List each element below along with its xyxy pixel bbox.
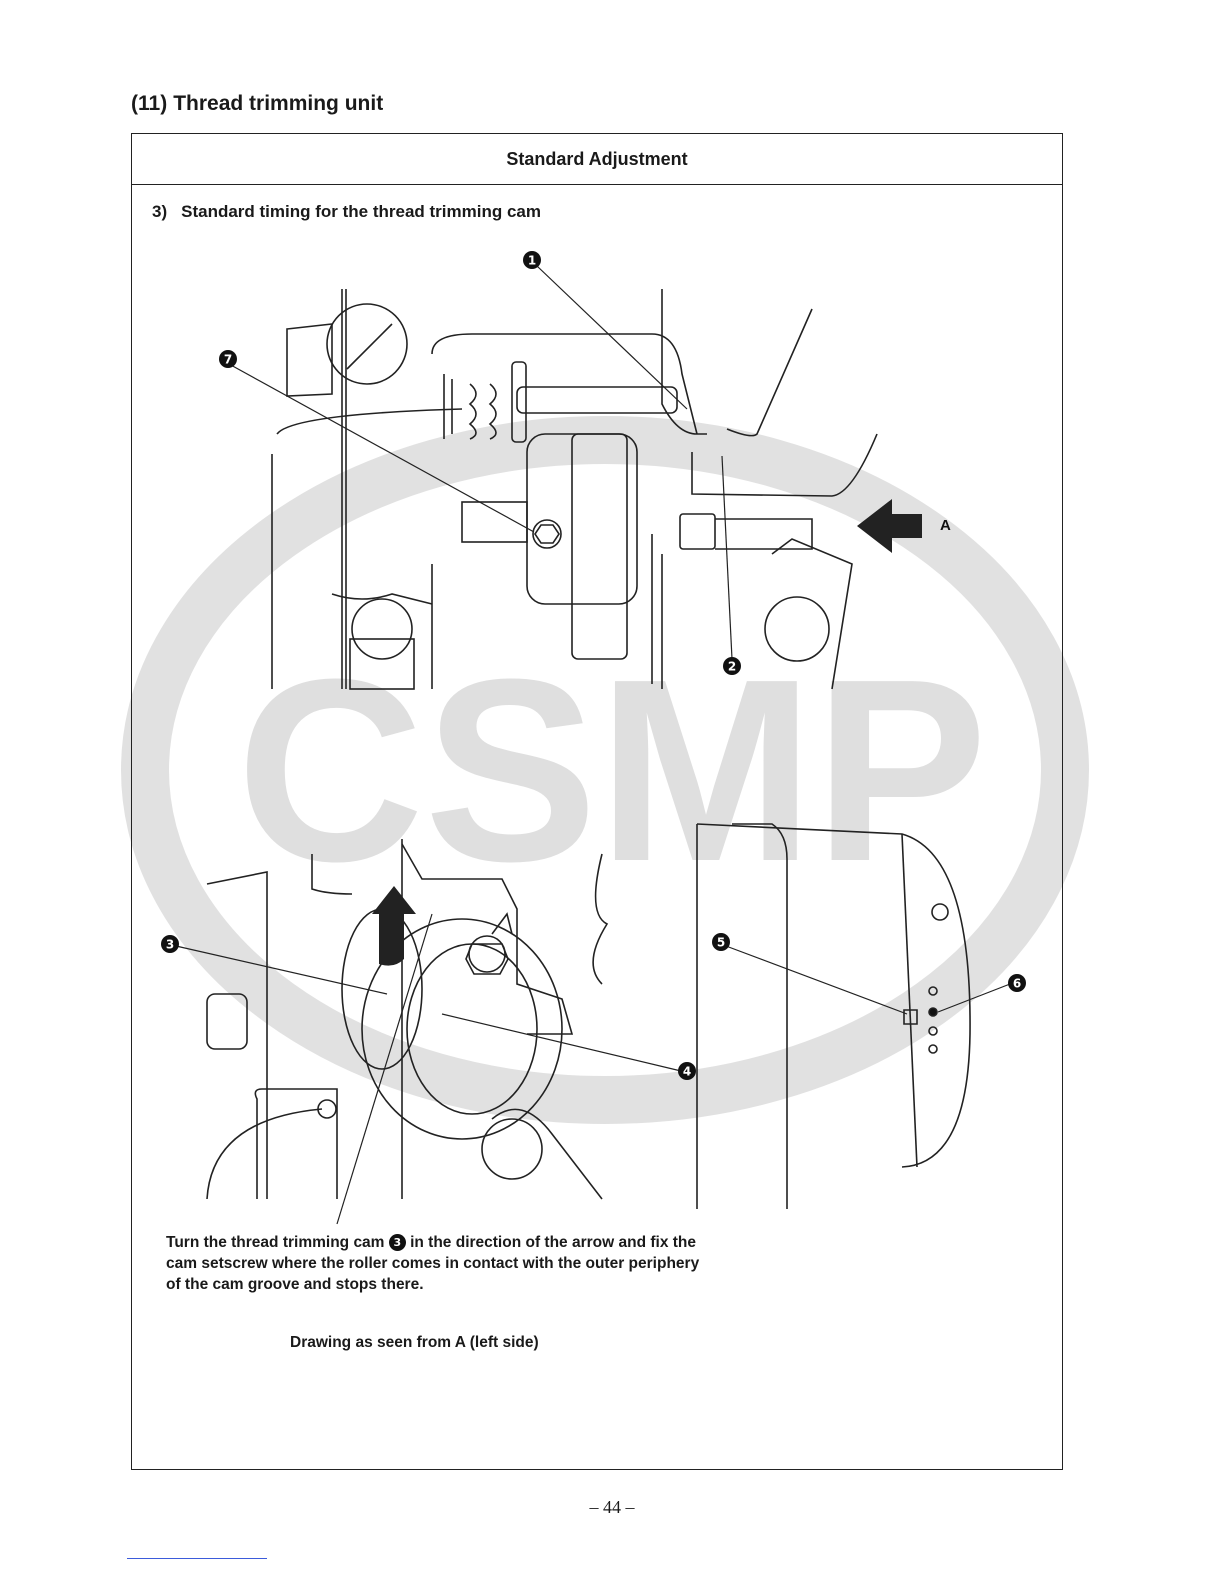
instruction-note: Turn the thread trimming cam 3 in the di… [166,1232,706,1295]
section-number: (11) [131,92,168,115]
svg-text:2: 2 [728,660,736,674]
callout-4: 4 [678,1062,696,1080]
figure-bottom-illustration: 3 4 5 6 [161,823,1026,1225]
callout-3: 3 [161,935,179,953]
callout-2: 2 [723,657,741,675]
callout-6: 6 [1008,974,1026,992]
svg-text:6: 6 [1013,977,1021,991]
direction-arrow-a [857,499,922,553]
frame-header: Standard Adjustment [132,134,1062,185]
callout-5: 5 [712,933,730,951]
callout-7: 7 [219,350,237,368]
figure-caption: Drawing as seen from A (left side) [290,1334,539,1351]
note-part-2: in the direction of the arrow and fix th… [166,1234,700,1293]
adjustment-frame: Standard Adjustment 3) Standard timing fo… [131,133,1063,1470]
svg-text:3: 3 [166,938,174,952]
svg-text:5: 5 [717,936,725,950]
svg-text:4: 4 [683,1065,691,1079]
footer-rule [127,1558,267,1559]
step-title-text: Standard timing for the thread trimming … [181,202,541,221]
figure-top-illustration: A 1 7 2 [219,251,951,690]
callout-1: 1 [523,251,541,269]
svg-text:1: 1 [528,254,536,268]
page-number: – 44 – [589,1497,635,1517]
svg-text:7: 7 [224,353,232,367]
section-title: (11)Thread trimming unit [131,92,383,116]
note-part-1: Turn the thread trimming cam [166,1234,389,1251]
note-callout-badge: 3 [388,1234,406,1251]
step-number: 3) [152,202,168,221]
step-title: 3) Standard timing for the thread trimmin… [152,202,541,222]
section-title-text: Thread trimming unit [173,92,384,115]
arrow-label-a: A [940,517,951,534]
rotation-arrow [372,886,416,966]
